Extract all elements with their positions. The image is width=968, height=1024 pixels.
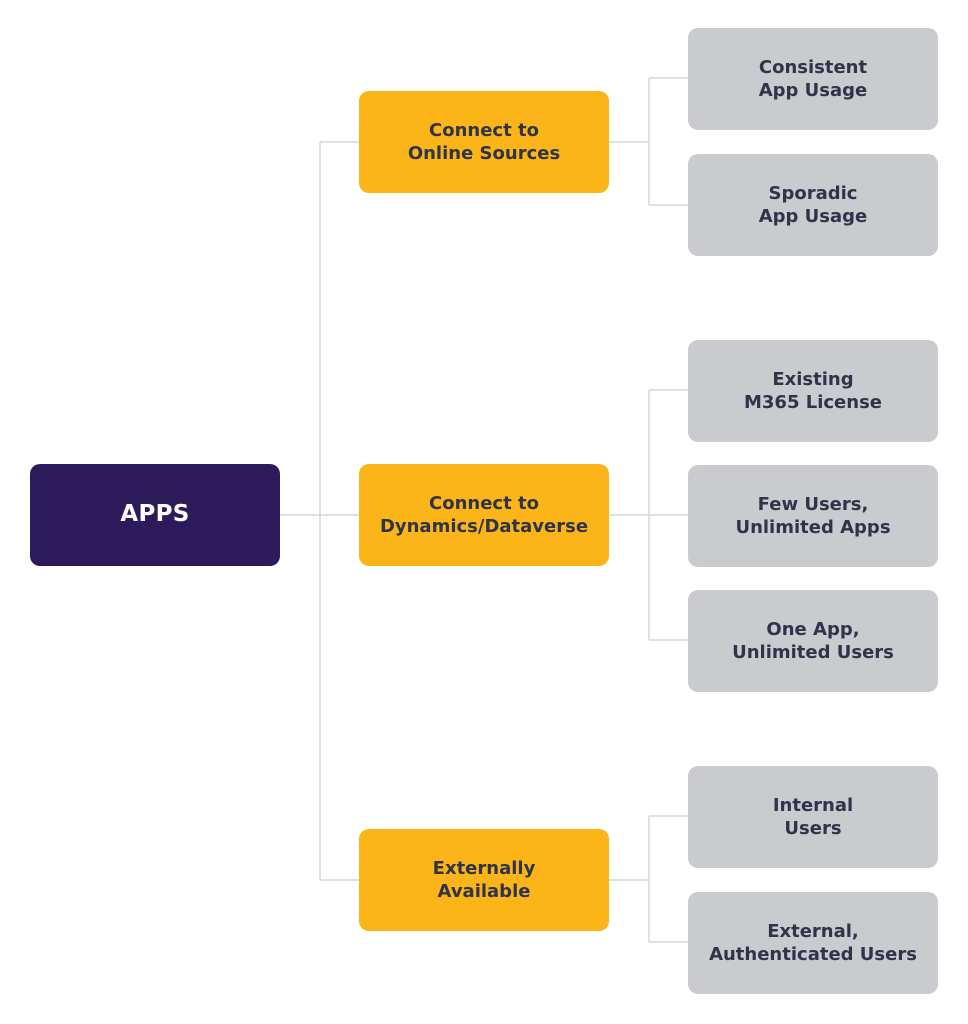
option-consistent-app-usage: Consistent App Usage	[688, 28, 938, 130]
option-existing-m365-license: Existing M365 License	[688, 340, 938, 442]
option-label: Consistent App Usage	[758, 56, 868, 101]
option-label: External, Authenticated Users	[709, 920, 917, 965]
root-node-apps: APPS	[30, 464, 280, 566]
category-online-sources: Connect to Online Sources	[359, 91, 609, 193]
option-label: Few Users, Unlimited Apps	[735, 493, 891, 538]
option-one-app-unlimited-users: One App, Unlimited Users	[688, 590, 938, 692]
category-label: Connect to Online Sources	[407, 119, 561, 164]
category-dynamics-dataverse: Connect to Dynamics/Dataverse	[359, 464, 609, 566]
option-label: One App, Unlimited Users	[732, 618, 894, 663]
option-label: Sporadic App Usage	[758, 182, 868, 227]
option-internal-users: Internal Users	[688, 766, 938, 868]
category-label: Externally Available	[432, 857, 536, 902]
category-label: Connect to Dynamics/Dataverse	[379, 492, 589, 537]
option-external-authenticated-users: External, Authenticated Users	[688, 892, 938, 994]
root-label: APPS	[120, 501, 190, 528]
category-externally-available: Externally Available	[359, 829, 609, 931]
option-few-users-unlimited-apps: Few Users, Unlimited Apps	[688, 465, 938, 567]
option-sporadic-app-usage: Sporadic App Usage	[688, 154, 938, 256]
option-label: Internal Users	[772, 794, 854, 839]
option-label: Existing M365 License	[743, 368, 882, 413]
